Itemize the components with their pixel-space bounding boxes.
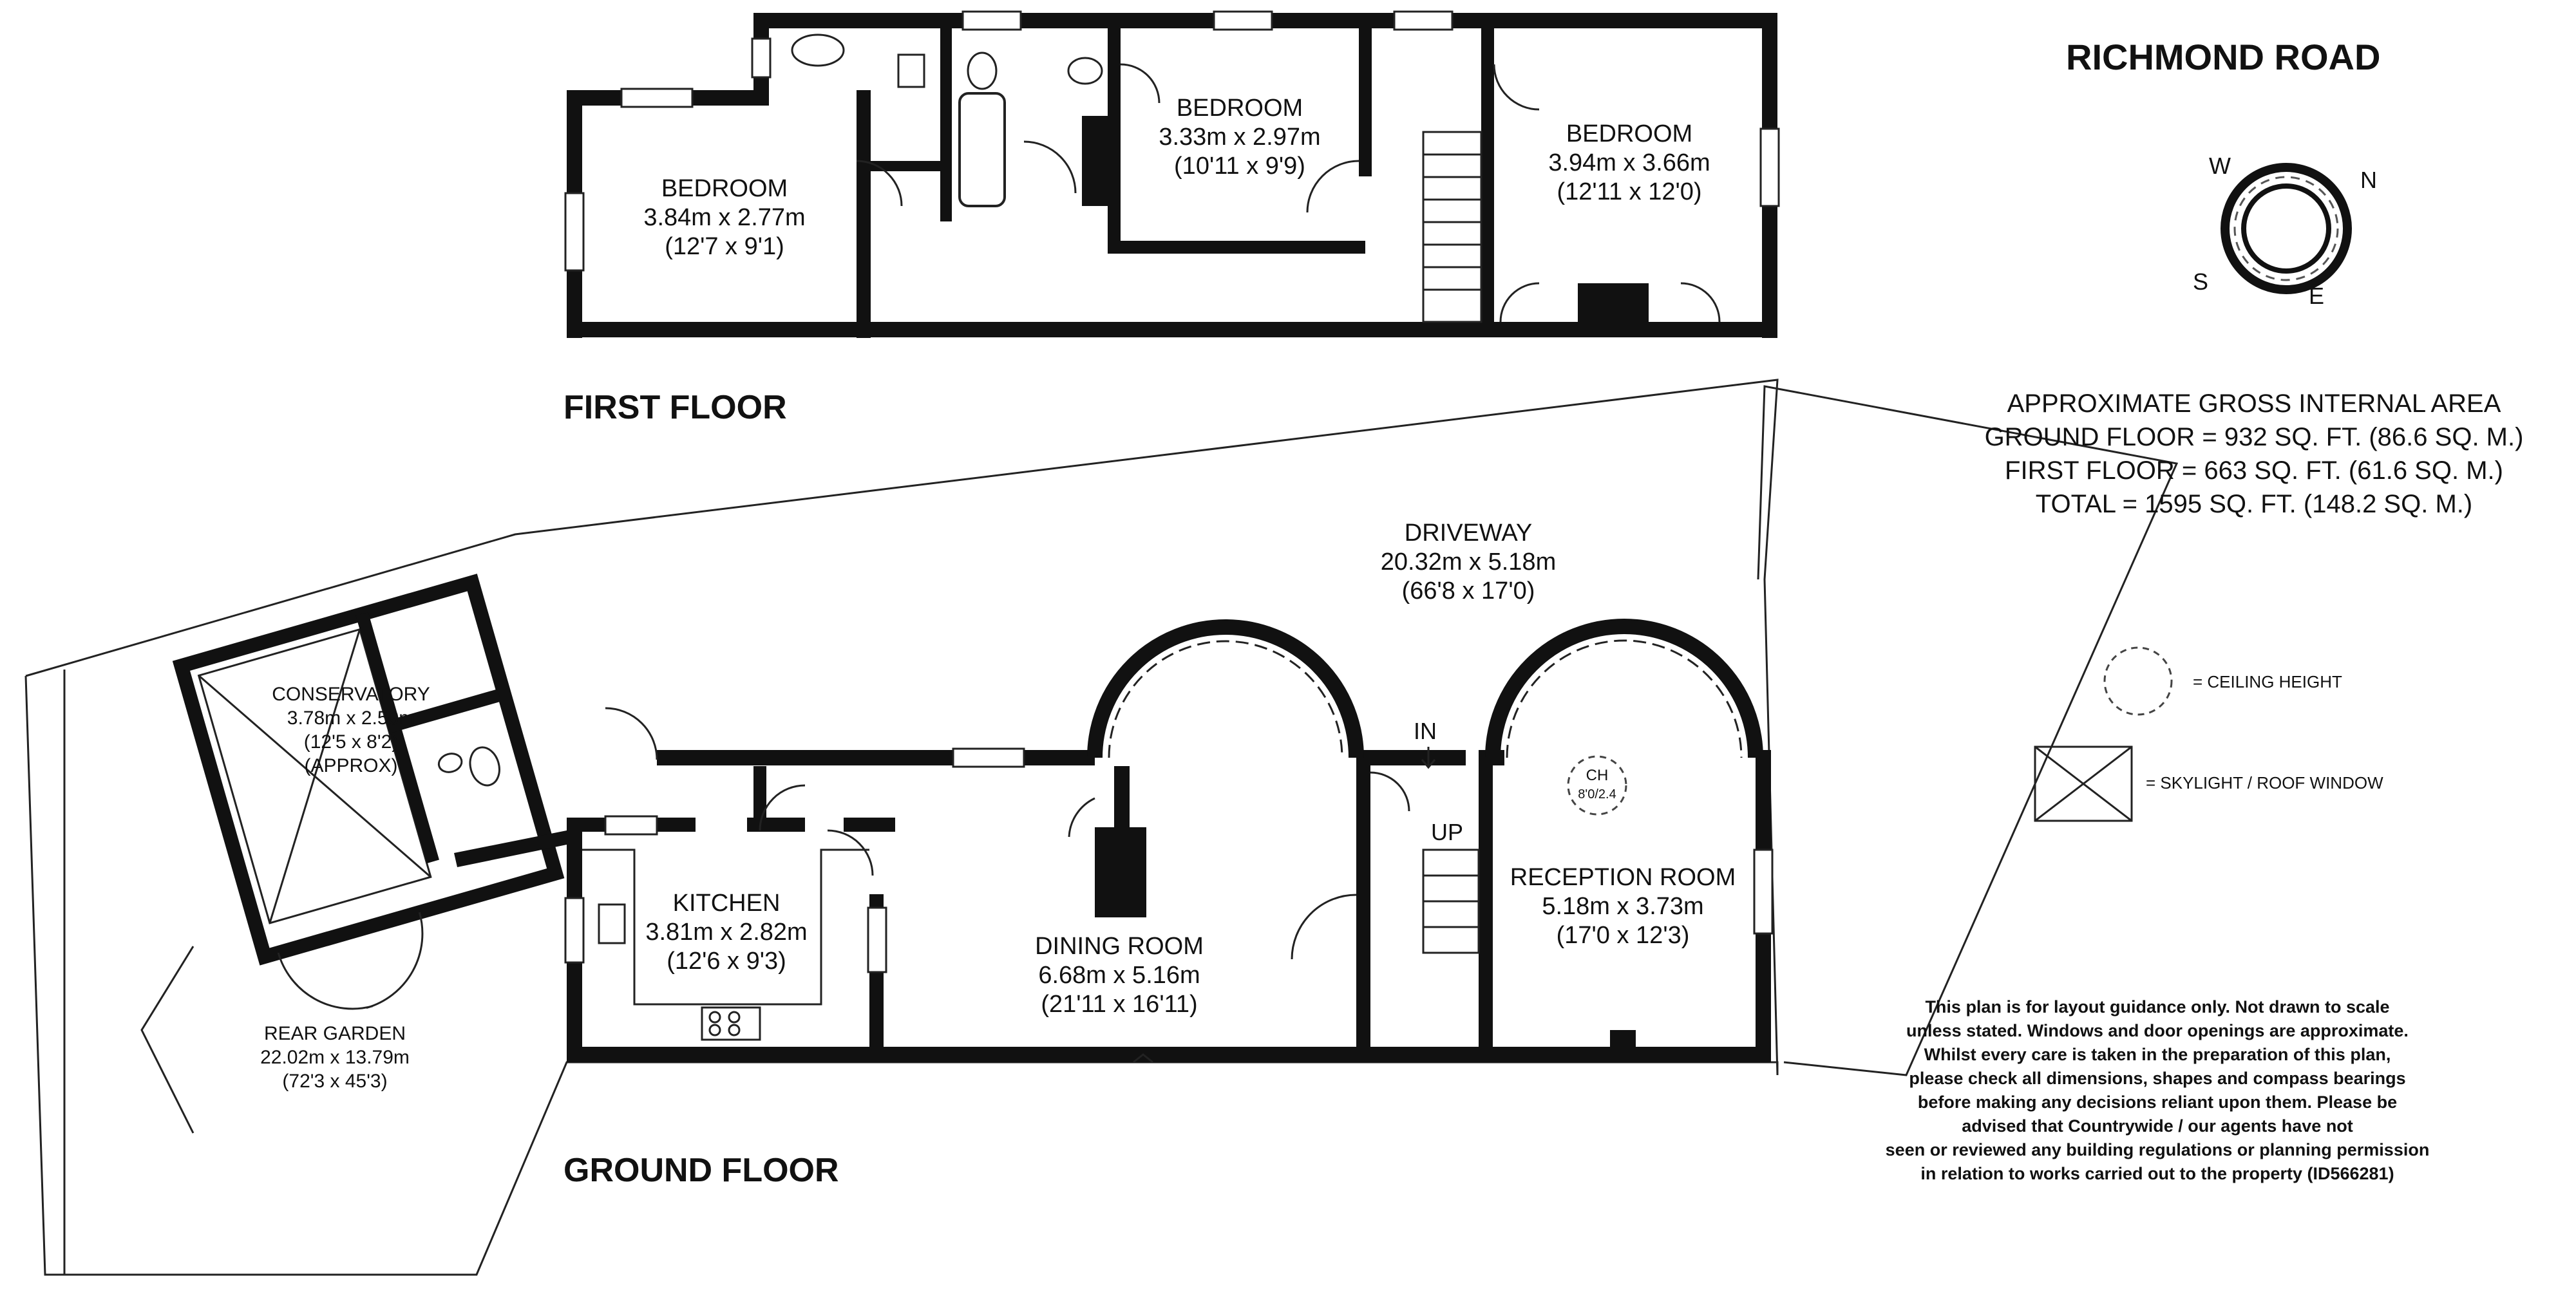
conservatory-structure bbox=[172, 574, 565, 1010]
ground-floor-plan bbox=[24, 379, 2179, 1276]
compass-e: E bbox=[2309, 283, 2324, 309]
room-metric-bedroom-2: 3.33m x 2.97m bbox=[1159, 124, 1320, 151]
compass: W N S E bbox=[2193, 153, 2377, 309]
page-title: RICHMOND ROAD bbox=[2066, 37, 2380, 77]
ceiling-height-symbol bbox=[2103, 646, 2173, 716]
ceiling-height-label: CH bbox=[1586, 767, 1609, 784]
entrance-arrow-icon bbox=[1421, 747, 1436, 769]
disclaimer: This plan is for layout guidance only. N… bbox=[1886, 997, 2430, 1183]
room-imperial-kitchen: (12'6 x 9'3) bbox=[667, 948, 786, 975]
area-ground-floor: GROUND FLOOR = 932 SQ. FT. (86.6 SQ. M.) bbox=[1985, 423, 2524, 451]
first-floor-label: FIRST FLOOR bbox=[564, 389, 787, 426]
disclaimer-line: please check all dimensions, shapes and … bbox=[1909, 1069, 2405, 1088]
disclaimer-line: Whilst every care is taken in the prepar… bbox=[1924, 1045, 2391, 1064]
room-name-bedroom-2: BEDROOM bbox=[1177, 95, 1303, 122]
area-summary: APPROXIMATE GROSS INTERNAL AREA GROUND F… bbox=[1985, 389, 2524, 518]
disclaimer-line: in relation to works carried out to the … bbox=[1920, 1164, 2394, 1183]
first-floor-plan bbox=[564, 10, 1780, 338]
room-imperial-bedroom-1: (12'7 x 9'1) bbox=[665, 233, 784, 260]
ground-floor-stairs bbox=[1422, 848, 1480, 954]
skylight-symbol bbox=[2034, 745, 2133, 822]
disclaimer-line: before making any decisions reliant upon… bbox=[1918, 1092, 2397, 1112]
ceiling-height-value: 8'0/2.4 bbox=[1578, 787, 1616, 801]
room-metric-reception: 5.18m x 3.73m bbox=[1542, 893, 1703, 920]
ground-floor-label: GROUND FLOOR bbox=[564, 1152, 839, 1189]
room-metric-bedroom-1: 3.84m x 2.77m bbox=[643, 204, 805, 231]
room-metric-conservatory: 3.78m x 2.50m bbox=[287, 708, 415, 729]
room-imperial-reception: (17'0 x 12'3) bbox=[1557, 922, 1690, 949]
first-floor-stairs bbox=[1422, 131, 1482, 323]
disclaimer-line: unless stated. Windows and door openings… bbox=[1906, 1021, 2409, 1040]
compass-n: N bbox=[2360, 167, 2377, 193]
area-metric-garden: 22.02m x 13.79m bbox=[260, 1047, 410, 1068]
area-imperial-garden: (72'3 x 45'3) bbox=[282, 1071, 387, 1092]
room-name-bedroom-3: BEDROOM bbox=[1566, 120, 1692, 147]
room-name-conservatory: CONSERVATORY bbox=[272, 684, 430, 705]
area-first-floor: FIRST FLOOR = 663 SQ. FT. (61.6 SQ. M.) bbox=[2005, 456, 2503, 485]
compass-s: S bbox=[2193, 268, 2208, 295]
room-name-kitchen: KITCHEN bbox=[673, 890, 781, 917]
room-imperial-bedroom-3: (12'11 x 12'0) bbox=[1557, 178, 1701, 205]
area-name-garden: REAR GARDEN bbox=[264, 1023, 406, 1044]
compass-w: W bbox=[2209, 153, 2231, 179]
disclaimer-line: seen or reviewed any building regulation… bbox=[1886, 1140, 2430, 1159]
room-metric-dining: 6.68m x 5.16m bbox=[1038, 962, 1200, 989]
disclaimer-line: This plan is for layout guidance only. N… bbox=[1925, 997, 2389, 1017]
room-imperial-bedroom-2: (10'11 x 9'9) bbox=[1174, 153, 1305, 180]
room-metric-kitchen: 3.81m x 2.82m bbox=[645, 919, 807, 946]
disclaimer-line: advised that Countrywide / our agents ha… bbox=[1962, 1116, 2353, 1136]
area-total: TOTAL = 1595 SQ. FT. (148.2 SQ. M.) bbox=[2036, 490, 2472, 518]
legend-skylight: = SKYLIGHT / ROOF WINDOW bbox=[2146, 773, 2383, 792]
legend-ceiling-height: = CEILING HEIGHT bbox=[2193, 672, 2342, 691]
area-name-driveway: DRIVEWAY bbox=[1405, 520, 1532, 547]
room-note-conservatory: (APPROX) bbox=[304, 755, 397, 776]
area-metric-driveway: 20.32m x 5.18m bbox=[1381, 548, 1556, 576]
room-imperial-dining: (21'11 x 16'11) bbox=[1041, 991, 1197, 1018]
legend: = CEILING HEIGHT = SKYLIGHT / ROOF WINDO… bbox=[2034, 646, 2383, 822]
room-name-dining: DINING ROOM bbox=[1035, 933, 1204, 960]
room-metric-bedroom-3: 3.94m x 3.66m bbox=[1548, 149, 1710, 176]
stairs-up-label: UP bbox=[1431, 819, 1463, 845]
room-name-reception: RECEPTION ROOM bbox=[1510, 864, 1736, 891]
room-name-bedroom-1: BEDROOM bbox=[661, 175, 788, 202]
area-imperial-driveway: (66'8 x 17'0) bbox=[1402, 577, 1535, 605]
room-imperial-conservatory: (12'5 x 8'2) bbox=[304, 731, 399, 753]
entrance-in-label: IN bbox=[1414, 718, 1437, 744]
area-heading: APPROXIMATE GROSS INTERNAL AREA bbox=[2007, 389, 2501, 418]
